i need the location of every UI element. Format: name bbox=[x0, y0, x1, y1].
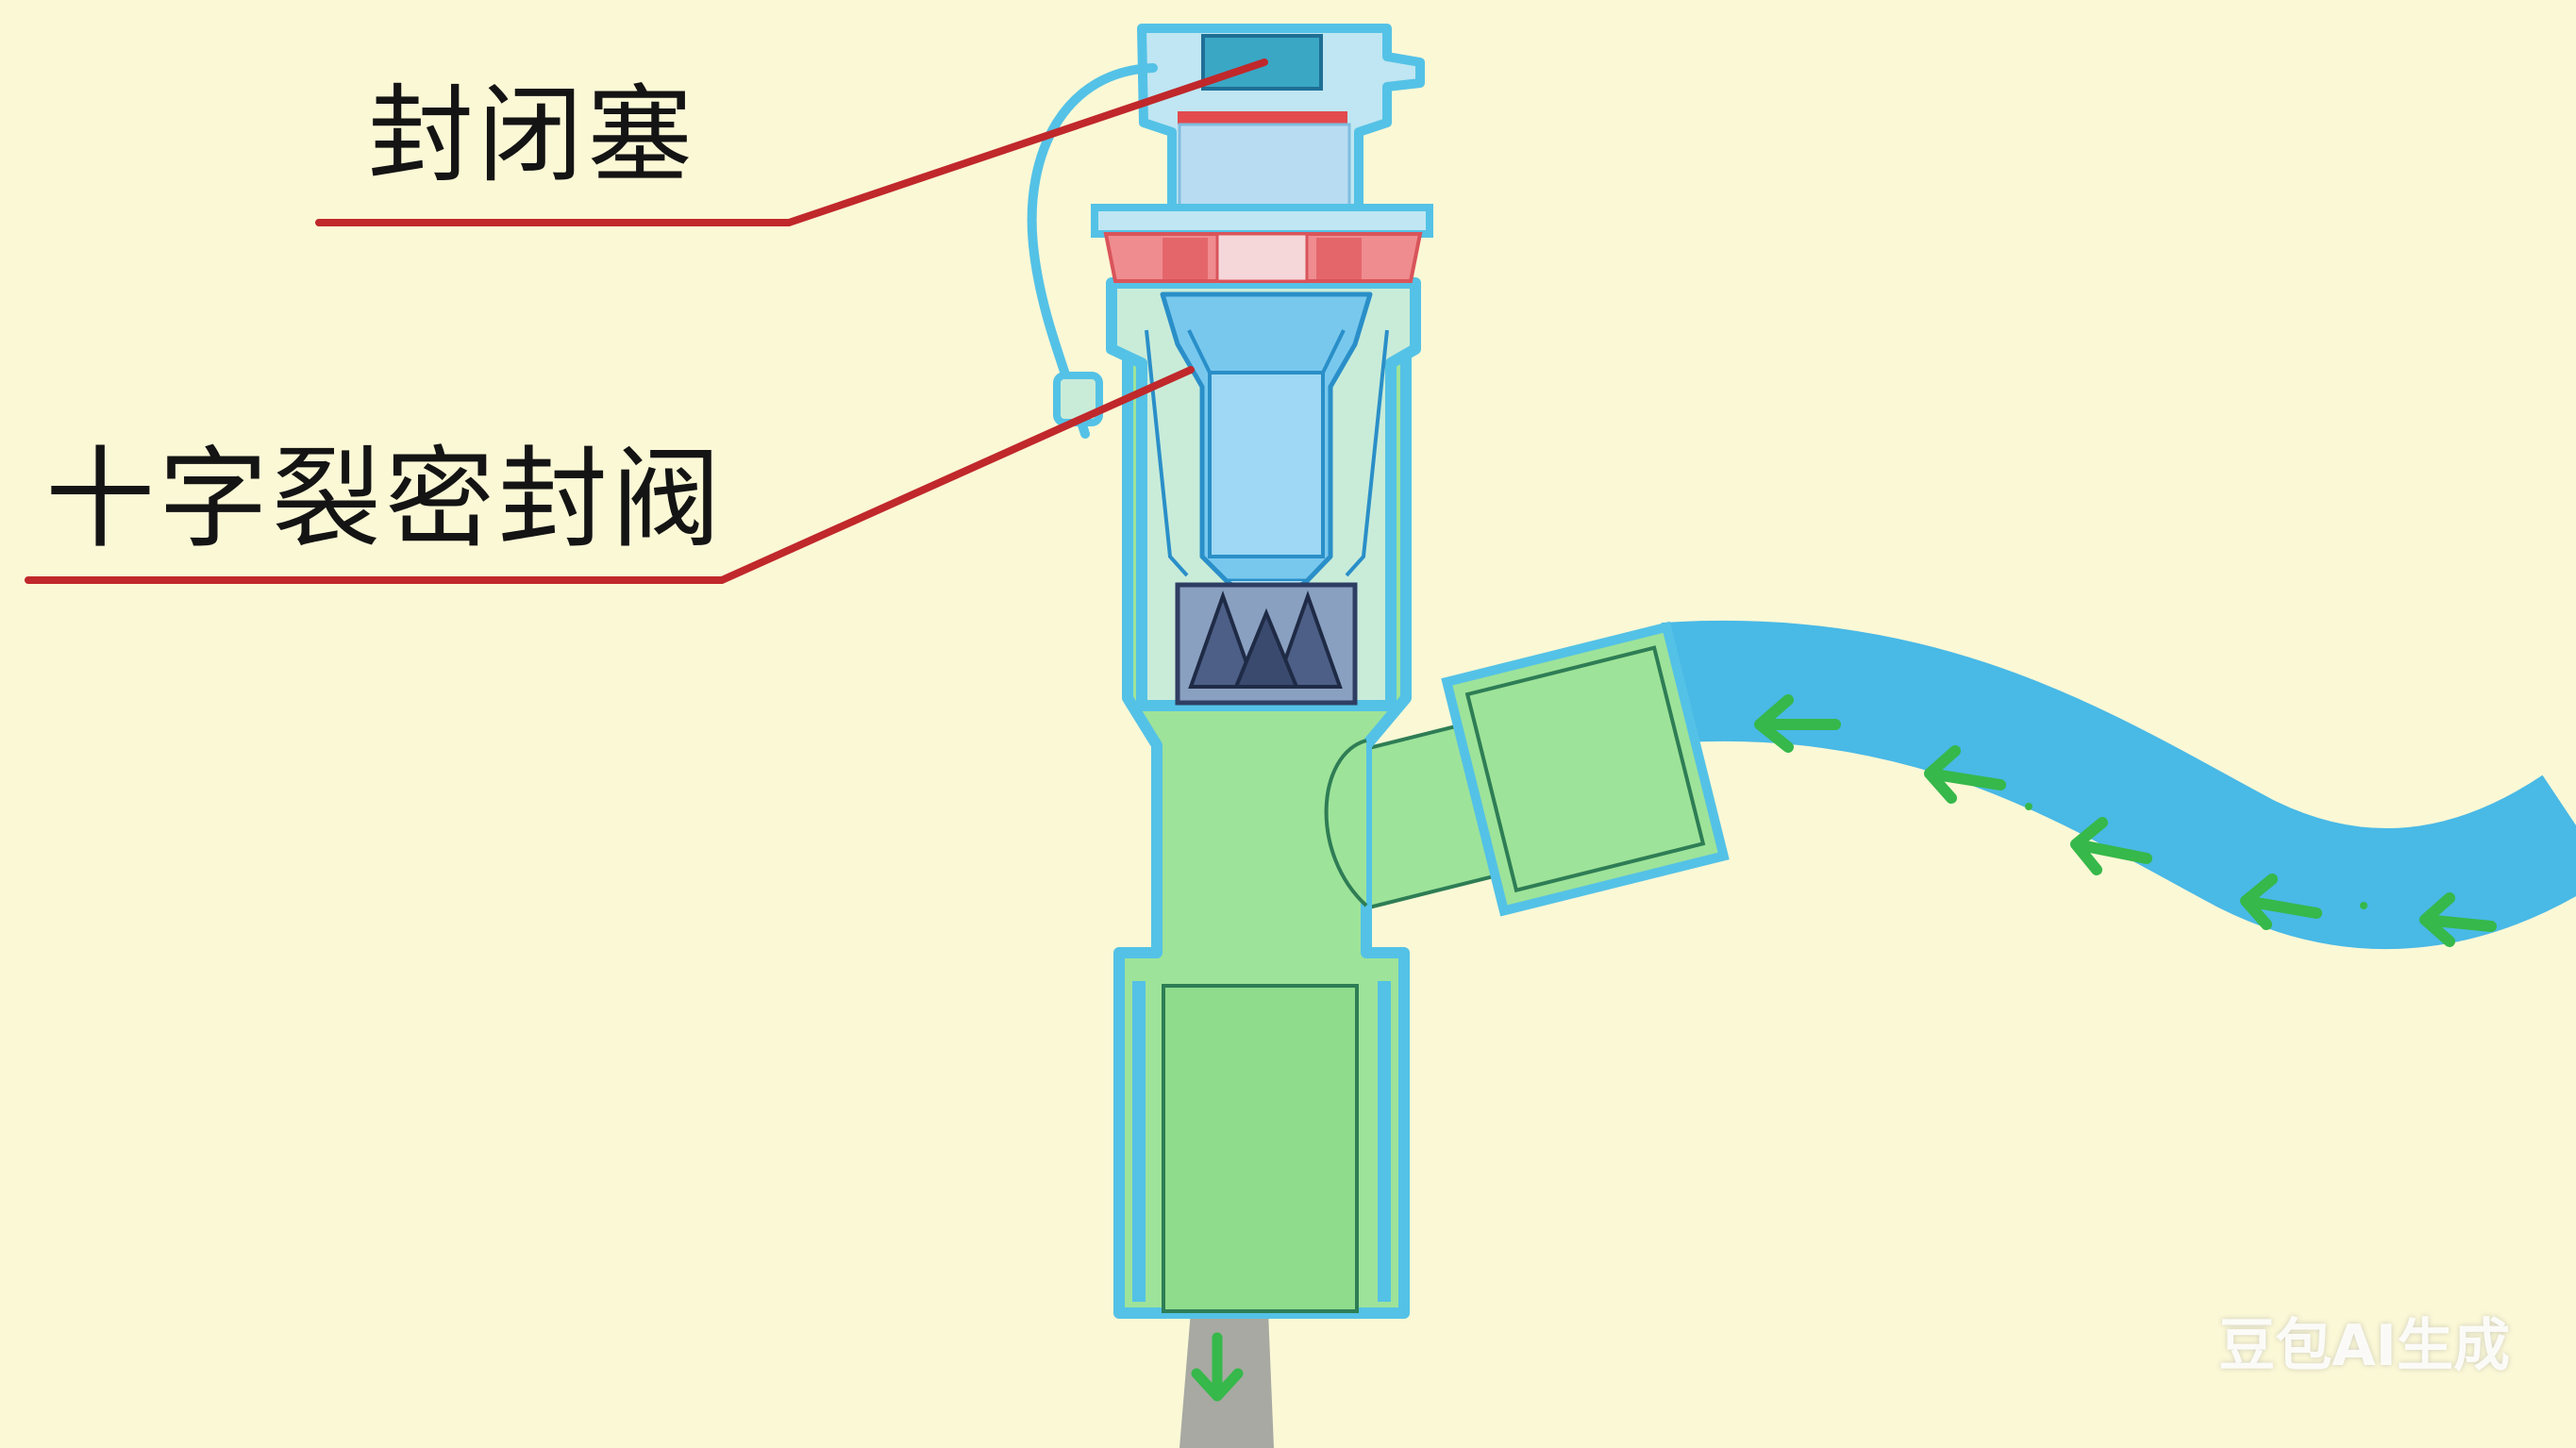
bottom-sleeve bbox=[1162, 984, 1359, 1313]
tether-strap bbox=[1027, 63, 1158, 439]
seal-ring bbox=[1103, 232, 1423, 283]
leader-line-plug bbox=[315, 58, 1268, 226]
side-inlet-port bbox=[1317, 621, 1730, 917]
flow-dot bbox=[2025, 803, 2032, 810]
left-arrow-icon bbox=[1924, 745, 2006, 804]
sleeve-wall-right bbox=[1378, 981, 1391, 1302]
left-arrow-icon bbox=[2419, 892, 2497, 947]
cross-slit-valve bbox=[1145, 291, 1389, 607]
left-arrow-icon bbox=[2070, 817, 2152, 875]
junction-bulge bbox=[1324, 739, 1368, 907]
watermark: 豆包AI生成 bbox=[2218, 1313, 2510, 1379]
fluid-stream bbox=[1661, 620, 2576, 949]
left-arrow-icon bbox=[2240, 874, 2322, 930]
left-arrow-icon bbox=[1754, 694, 1841, 753]
sealing-plug bbox=[1137, 24, 1425, 222]
sealing-plug-label: 封闭塞 bbox=[368, 75, 696, 197]
leader-line-valve bbox=[25, 366, 1195, 584]
cross-slit-valve-label: 十字裂密封阀 bbox=[45, 436, 725, 563]
cap-flange bbox=[1091, 204, 1433, 238]
sleeve-wall-left bbox=[1132, 981, 1146, 1302]
cone-guide bbox=[1175, 582, 1358, 706]
down-arrow-icon bbox=[1191, 1332, 1244, 1402]
flow-dot bbox=[2360, 902, 2367, 909]
